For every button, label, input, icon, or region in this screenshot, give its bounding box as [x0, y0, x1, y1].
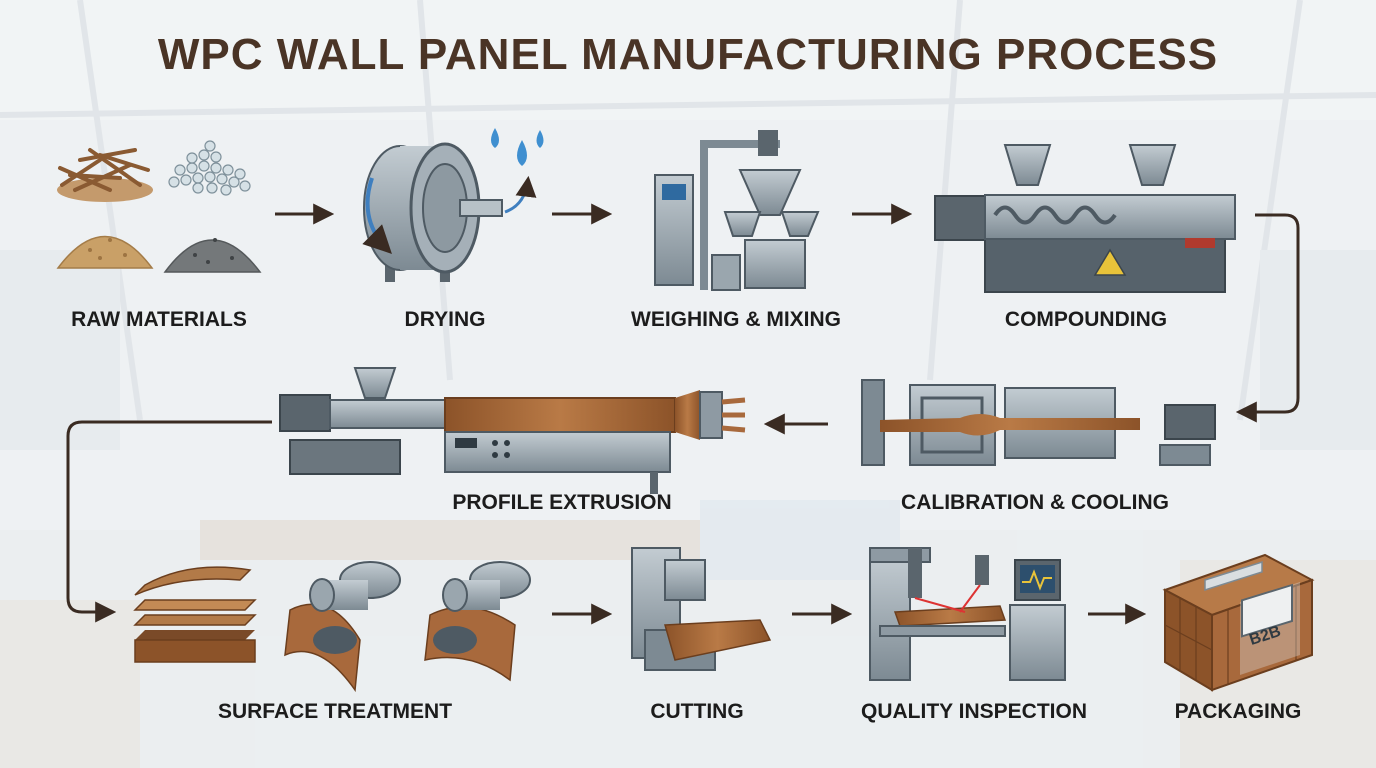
- step-label-cutting: CUTTING: [650, 700, 744, 723]
- step-label-packaging: PACKAGING: [1174, 700, 1302, 723]
- step-label-compounding: COMPOUNDING: [1004, 308, 1168, 331]
- profile-extrusion-illustration: [279, 367, 746, 494]
- quality-inspection-illustration: [869, 547, 1066, 681]
- step-label-raw-materials: RAW MATERIALS: [71, 308, 247, 331]
- step-label-calibration-cooling: CALIBRATION & COOLING: [901, 491, 1169, 514]
- cutting-machine-illustration: [631, 547, 772, 671]
- texture-roller-icon: [424, 561, 531, 682]
- embossing-roller-icon: [284, 561, 401, 693]
- wood-fiber-pile-icon: [57, 148, 153, 202]
- additives-powder-pile-icon: [163, 238, 262, 273]
- weighing-mixing-machine-illustration: [654, 130, 820, 291]
- laminated-panels-stack-icon: [133, 566, 257, 663]
- raw-materials-illustration: [56, 140, 262, 273]
- step-label-drying: DRYING: [404, 308, 486, 331]
- flow-arrows: [66, 203, 1300, 625]
- step-label-weighing-mixing: WEIGHING & MIXING: [631, 308, 841, 331]
- step-label-quality-inspection: QUALITY INSPECTION: [861, 700, 1087, 723]
- pvc-pellets-pile-icon: [168, 140, 251, 196]
- calibration-cooling-illustration: [861, 379, 1216, 466]
- arrow-compounding-to-calibration: [1235, 213, 1300, 423]
- page-title: WPC WALL PANEL MANUFACTURING PROCESS: [157, 30, 1219, 79]
- step-label-surface-treatment: SURFACE TREATMENT: [217, 700, 453, 723]
- arrow-extrusion-to-surface: [66, 420, 272, 623]
- surface-treatment-illustration: [133, 561, 531, 693]
- drying-machine-illustration: [362, 128, 544, 282]
- step-label-profile-extrusion: PROFILE EXTRUSION: [452, 491, 672, 514]
- packaging-box-illustration: B2B: [1162, 553, 1315, 692]
- compounding-extruder-illustration: [934, 144, 1236, 293]
- water-drops-icon: [491, 128, 544, 166]
- wood-powder-pile-icon: [56, 235, 154, 269]
